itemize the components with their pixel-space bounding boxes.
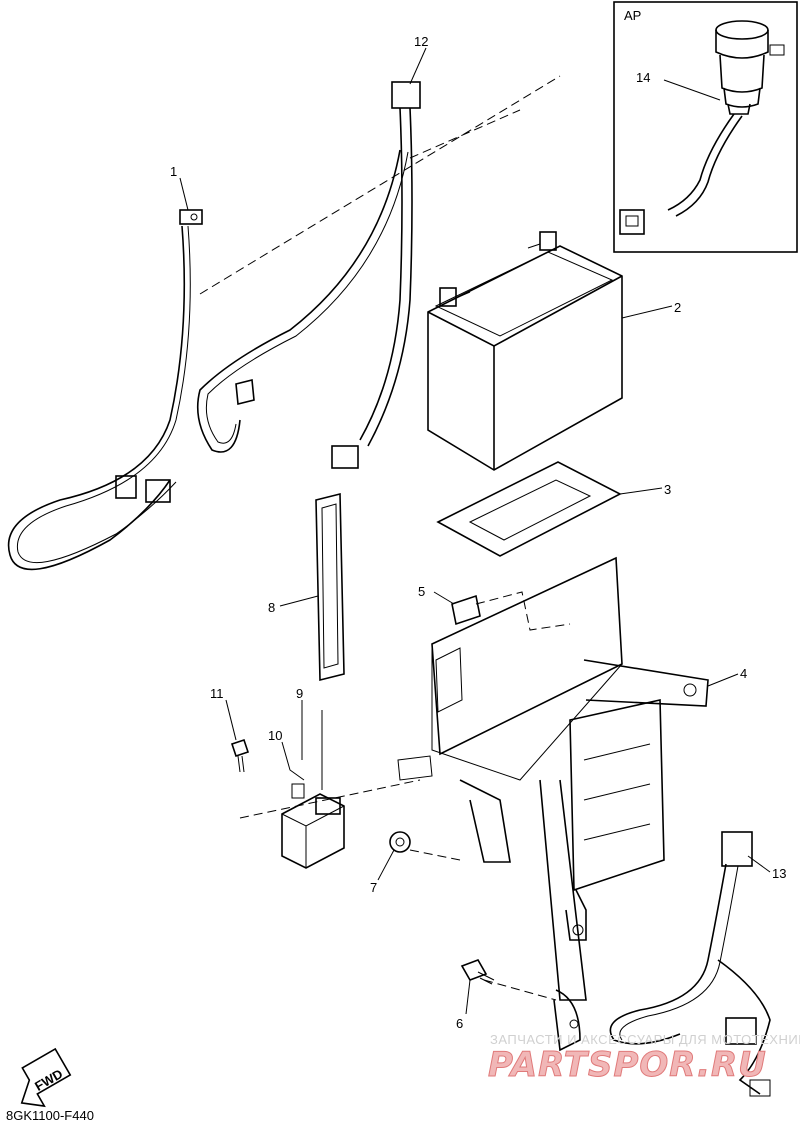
callout-3: 3 (664, 482, 671, 497)
callout-6: 6 (456, 1016, 463, 1031)
battery-band (315, 492, 345, 682)
callout-labels: 1 2 3 4 5 6 7 8 9 10 11 12 13 14 (170, 34, 786, 1031)
fwd-arrow: FWD (20, 1047, 72, 1108)
callout-10: 10 (268, 728, 282, 743)
screw-11 (230, 738, 250, 773)
watermark: ЗАПЧАСТИ И АКСЕССУАРЫ ДЛЯ МОТОТЕХНИКИ PA… (488, 1032, 800, 1086)
inset-label: AP (624, 8, 641, 23)
wire-lead-13 (609, 831, 771, 1097)
callout-7: 7 (370, 880, 377, 895)
accessory-socket (619, 20, 785, 235)
fwd-label: FWD (32, 1066, 65, 1094)
callout-11: 11 (210, 686, 224, 701)
callout-8: 8 (268, 600, 275, 615)
inset-frame (613, 1, 798, 253)
diagram-code: 8GK1100-F440 (6, 1108, 94, 1123)
wire-lead-1 (7, 209, 203, 571)
wire-lead-12 (196, 81, 421, 469)
callout-14: 14 (636, 70, 650, 85)
callout-12: 12 (414, 34, 428, 49)
callout-9: 9 (296, 686, 303, 701)
callout-4: 4 (740, 666, 747, 681)
callout-1: 1 (170, 164, 177, 179)
callout-5: 5 (418, 584, 425, 599)
battery-box (397, 556, 709, 1052)
battery-pad (436, 461, 622, 557)
callout-13: 13 (772, 866, 786, 881)
leader-lines (179, 47, 771, 1015)
pad-5 (451, 594, 481, 626)
starter-relay-9 (281, 783, 345, 869)
watermark-tagline: ЗАПЧАСТИ И АКСЕССУАРЫ ДЛЯ МОТОТЕХНИКИ (490, 1032, 800, 1047)
nut-7 (389, 831, 411, 853)
inset-ap: AP (613, 1, 798, 253)
callout-2: 2 (674, 300, 681, 315)
assembly-lines (199, 75, 571, 1001)
watermark-logo: PARTSPOR.RU (488, 1045, 767, 1085)
bolt-6 (460, 959, 495, 985)
battery (427, 231, 623, 471)
